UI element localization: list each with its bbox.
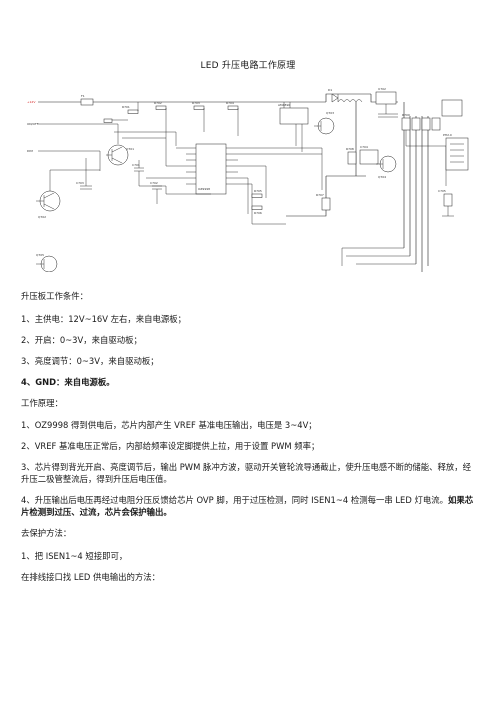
remove-item: 1、把 ISEN1~4 短接即可， [21, 550, 128, 561]
circuit-schematic: +12V ON/OFF DIM F1 OZ9998 AM4890 D1 [27, 87, 469, 272]
net-label-12v: +12V [27, 100, 36, 104]
principle-item: 4、升压输出后电压再经过电阻分压反馈给芯片 OVP 脚，用于过压检测，同时 IS… [21, 494, 477, 518]
boost-diode [331, 93, 339, 103]
svg-text:Q701: Q701 [126, 147, 134, 151]
page-title: LED 升压电路工作原理 [200, 61, 296, 71]
svg-text:R707: R707 [316, 193, 324, 197]
condition-item: 2、开启：0~3V，来自驱动板； [21, 334, 142, 345]
mosfet-package [279, 107, 309, 125]
diode-label: D1 [328, 88, 332, 92]
svg-text:R703: R703 [192, 101, 200, 105]
connector-label: PH2.0 [443, 133, 452, 137]
connector-right [445, 137, 469, 171]
text-body: 升压板工作条件： 1、主供电：12V~16V 左右，来自电源板； 2、开启：0~… [21, 290, 477, 592]
fuse-symbol [80, 98, 94, 106]
controller-ic [195, 143, 227, 195]
svg-text:R709: R709 [402, 113, 410, 117]
regulator-ic [375, 91, 397, 105]
svg-text:R702: R702 [154, 101, 162, 105]
connector-top [441, 99, 463, 117]
svg-text:Q704: Q704 [378, 175, 386, 179]
svg-text:R701: R701 [122, 105, 130, 109]
chip-label: OZ9998 [198, 187, 210, 191]
svg-text:C705: C705 [438, 189, 446, 193]
svg-text:C703: C703 [76, 181, 84, 185]
svg-text:R706: R706 [254, 211, 262, 215]
interface-line: 在排线接口找 LED 供电输出的方法： [21, 571, 160, 582]
svg-text:U702: U702 [378, 87, 386, 91]
principle-heading: 工作原理： [21, 397, 63, 408]
principle-item: 2、VREF 基准电压正常后，内部给频率设定脚提供上拉，用于设置 PWM 频率； [21, 441, 320, 451]
svg-text:C701: C701 [132, 163, 140, 167]
condition-item: 3、亮度调节：0~3V，来自驱动板； [21, 355, 159, 366]
principle-item: 1、OZ9998 得到供电后，芯片内部产生 VREF 基准电压输出，电压是 3~… [21, 420, 317, 430]
svg-text:C702: C702 [150, 181, 158, 185]
conditions-heading: 升压板工作条件： [21, 291, 88, 301]
net-label-dim: DIM [27, 149, 33, 153]
svg-text:Q705: Q705 [36, 253, 44, 257]
net-label-onoff: ON/OFF [27, 122, 39, 126]
svg-text:Q702: Q702 [38, 215, 46, 219]
svg-text:R704: R704 [226, 101, 234, 105]
svg-text:C704: C704 [360, 145, 368, 149]
fuse-label: F1 [81, 94, 85, 98]
principle-item: 3、芯片得到背光开启、亮度调节后，输出 PWM 脉冲方波，驱动开关管轮流导通截止… [21, 462, 471, 484]
principle-item-bold: 如果芯片检测到过压、过流，芯片会保护输出。 [21, 495, 474, 517]
svg-text:R705: R705 [254, 189, 262, 193]
svg-text:R708: R708 [346, 147, 354, 151]
condition-item: 1、主供电：12V~16V 左右，来自电源板； [21, 313, 187, 324]
condition-item: 4、GND：来自电源板。 [21, 376, 115, 387]
remove-heading: 去保护方法： [21, 528, 72, 538]
principle-item-text: 4、升压输出后电压再经过电阻分压反馈给芯片 OVP 脚，用于过压检测，同时 IS… [21, 495, 448, 505]
svg-text:Q703: Q703 [326, 111, 334, 115]
